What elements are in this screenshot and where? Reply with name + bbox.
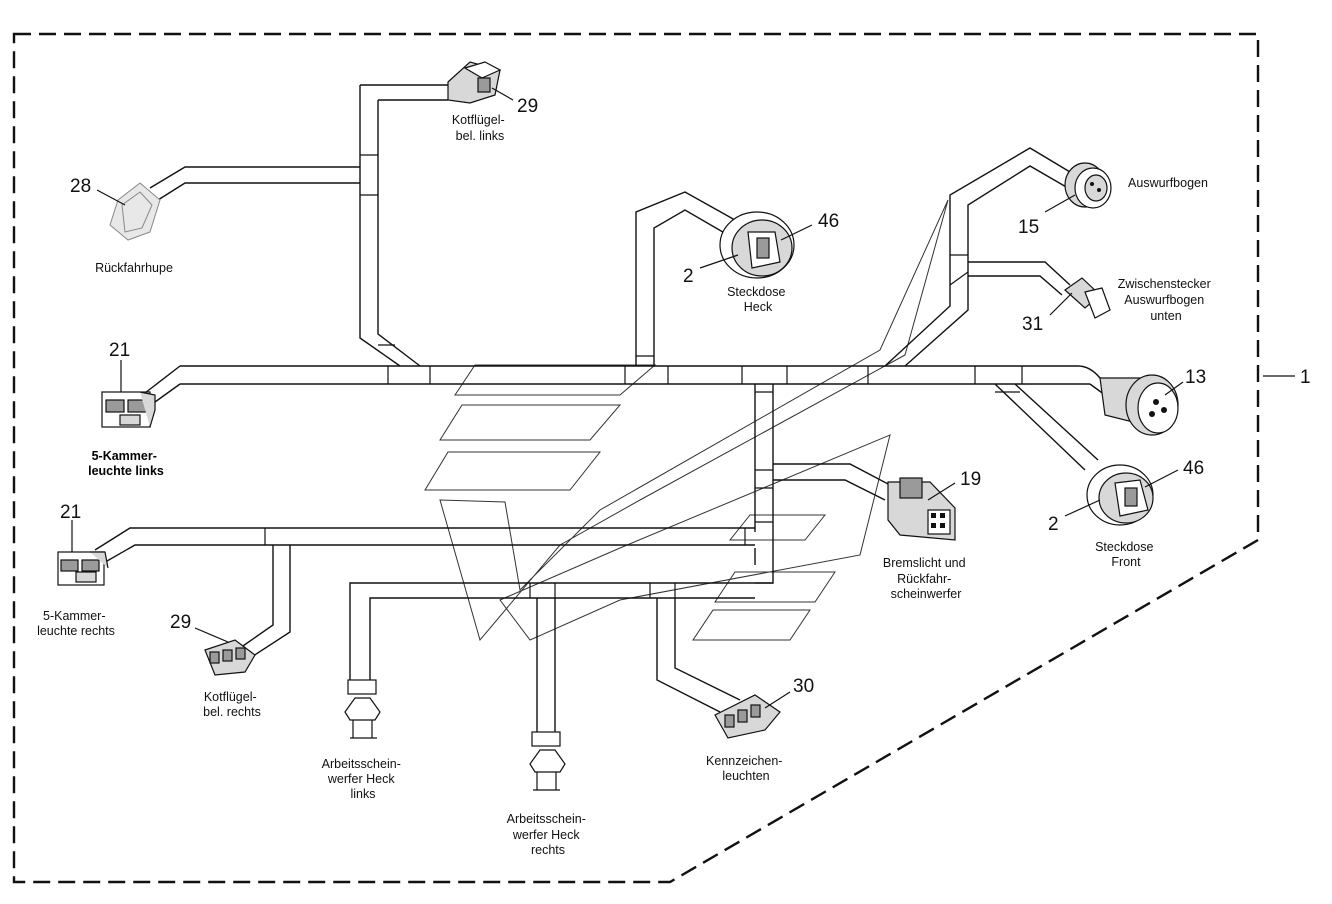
label-5-kammer-rechts: 5-Kammer- leuchte rechts <box>37 609 115 638</box>
callout-21-links: 21 <box>109 340 130 361</box>
connector-kotfluegel-links[interactable] <box>447 61 502 104</box>
label-kotfluegel-rechts: Kotflügel- bel. rechts <box>203 690 261 719</box>
connector-kennzeichen[interactable] <box>714 694 781 739</box>
frame-callout: 1 <box>1300 367 1311 388</box>
label-steckdose-heck: Steckdose Heck <box>727 285 789 314</box>
label-5-kammer-links: 5-Kammer- leuchte links <box>88 449 164 478</box>
connector-kotfluegel-rechts[interactable] <box>204 639 256 676</box>
label-arbeits-links: Arbeitsschein- werfer Heck links <box>322 757 405 801</box>
watermark-logo <box>424 199 949 642</box>
label-kennzeichen: Kennzeichen- leuchten <box>706 754 786 783</box>
callout-31: 31 <box>1022 314 1043 335</box>
label-kotfluegel-links: Kotflügel- bel. links <box>452 113 508 143</box>
connector-arbeits-rechts[interactable] <box>529 731 566 791</box>
connector-13[interactable] <box>1099 374 1179 436</box>
callout-30: 30 <box>793 676 814 697</box>
callout-29-top: 29 <box>517 96 538 117</box>
callout-29-rechts: 29 <box>170 612 191 633</box>
harness-wires <box>94 84 1106 732</box>
callout-21-rechts: 21 <box>60 502 81 523</box>
assembly-frame <box>12 32 1260 884</box>
connector-bremslicht[interactable] <box>887 477 956 541</box>
label-bremslicht: Bremslicht und Rückfahr- scheinwerfer <box>883 556 969 601</box>
connector-5-kammer-rechts[interactable] <box>57 551 109 586</box>
callout-46-heck: 46 <box>818 211 839 232</box>
connector-arbeits-links[interactable] <box>344 679 381 739</box>
callout-46-front: 46 <box>1183 458 1204 479</box>
label-steckdose-front: Steckdose Front <box>1095 540 1157 569</box>
label-arbeits-rechts: Arbeitsschein- werfer Heck rechts <box>507 812 590 857</box>
callout-19: 19 <box>960 469 981 490</box>
callout-13: 13 <box>1185 367 1206 388</box>
callout-15: 15 <box>1018 217 1039 238</box>
label-zwischenstecker: Zwischenstecker Auswurfbogen unten <box>1118 277 1215 323</box>
label-auswurfbogen: Auswurfbogen <box>1128 176 1208 190</box>
callout-2-front: 2 <box>1048 514 1059 535</box>
connector-rueckfahrhupe[interactable] <box>109 182 161 241</box>
connector-5-kammer-links[interactable] <box>101 391 156 428</box>
callout-28: 28 <box>70 176 91 197</box>
callout-2-heck: 2 <box>683 266 694 287</box>
connector-auswurfbogen[interactable] <box>1064 162 1112 209</box>
connector-zwischenstecker[interactable] <box>1064 277 1111 319</box>
connector-steckdose-heck[interactable] <box>719 211 795 279</box>
connector-steckdose-front[interactable] <box>1086 464 1154 526</box>
label-rueckfahrhupe: Rückfahrhupe <box>95 261 173 275</box>
